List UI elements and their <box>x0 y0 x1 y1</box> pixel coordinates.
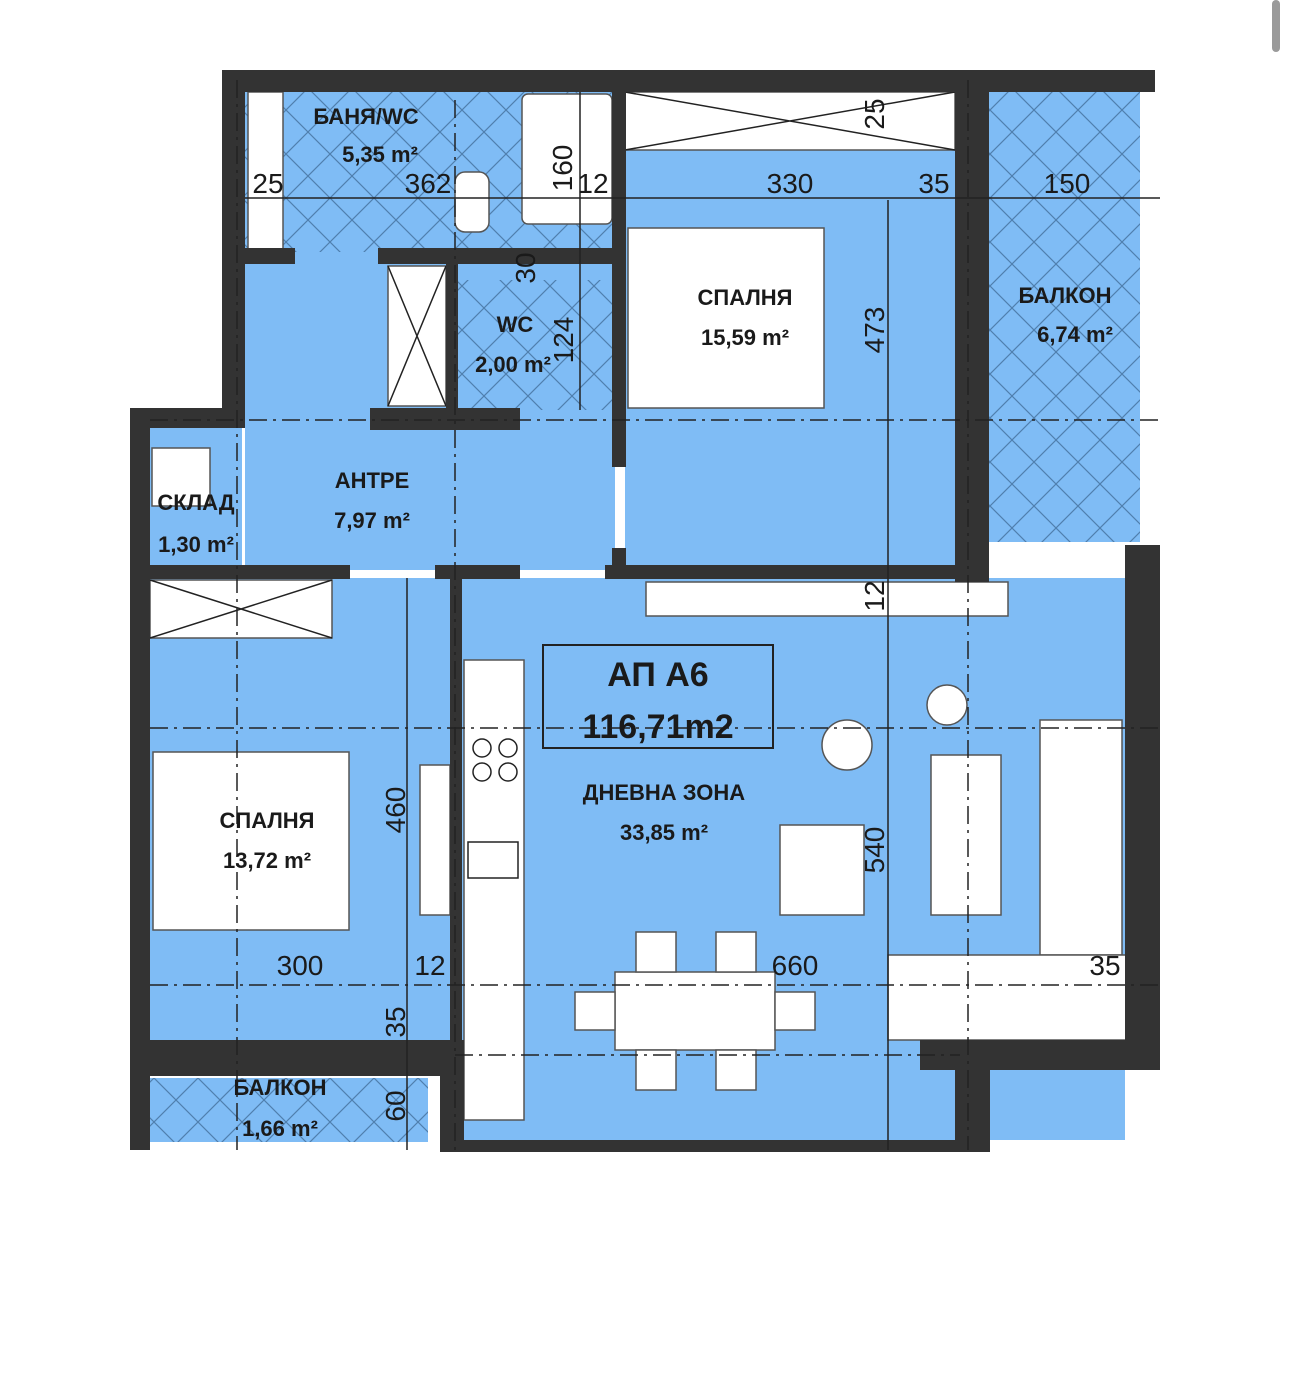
dimension: 12 <box>859 580 890 611</box>
dimension: 362 <box>405 168 452 199</box>
dimension: 150 <box>1044 168 1091 199</box>
dimension: 25 <box>859 98 890 129</box>
room-name: АНТРЕ <box>335 468 410 493</box>
scrollbar[interactable] <box>1272 0 1280 52</box>
lamp <box>926 684 968 726</box>
bed-2 <box>152 751 350 931</box>
dimension: 35 <box>1089 950 1120 981</box>
kitchen-counter <box>463 659 525 1121</box>
dimension: 160 <box>547 145 578 192</box>
apartment-label-box <box>542 644 774 749</box>
apartment-total-area: 116,71m2 <box>582 708 733 746</box>
bed-1 <box>627 227 825 409</box>
dimension: 30 <box>510 252 541 283</box>
room-name: ДНЕВНА ЗОНА <box>583 780 746 805</box>
tv-unit <box>645 581 1009 617</box>
fridge <box>419 764 451 916</box>
sofa-bottom <box>887 954 1127 1041</box>
balcony1-floor <box>988 92 1140 542</box>
dimension: 12 <box>577 168 608 199</box>
dimension-labels: 25 362 160 12 330 35 150 25 30 124 473 1… <box>252 98 1120 1121</box>
dimension: 660 <box>772 950 819 981</box>
apartment-name: АП А6 <box>607 656 708 694</box>
room-area: 2,00 m² <box>475 352 551 377</box>
room-area: 6,74 m² <box>1037 322 1113 347</box>
room-area: 5,35 m² <box>342 142 418 167</box>
room-name: СПАЛНЯ <box>220 808 315 833</box>
room-name: СПАЛНЯ <box>698 285 793 310</box>
dimension: 12 <box>414 950 445 981</box>
room-area: 7,97 m² <box>334 508 410 533</box>
room-name: СКЛАД <box>157 490 234 515</box>
dimension: 300 <box>277 950 324 981</box>
toilet <box>454 171 490 233</box>
coffee-table <box>930 754 1002 916</box>
dimension: 473 <box>859 307 890 354</box>
walls <box>130 70 1160 1152</box>
dimension: 330 <box>767 168 814 199</box>
room-area: 33,85 m² <box>620 820 708 845</box>
grid-axes <box>150 80 1160 1150</box>
bath-cabinet <box>247 91 284 251</box>
room-area: 13,72 m² <box>223 848 311 873</box>
dimension: 60 <box>380 1090 411 1121</box>
rooms <box>149 91 1140 1142</box>
armchair <box>779 824 865 916</box>
dining-table <box>614 971 776 1051</box>
lamp <box>821 719 873 771</box>
balcony2-floor <box>150 1078 428 1142</box>
room-name: БАЛКОН <box>1019 283 1112 308</box>
dimension: 35 <box>380 1006 411 1037</box>
dimension: 460 <box>380 787 411 834</box>
dimension: 540 <box>859 827 890 874</box>
room-name: БАНЯ/WC <box>313 104 418 129</box>
room-area: 1,30 m² <box>158 532 234 557</box>
room-name: БАЛКОН <box>234 1075 327 1100</box>
dimension: 124 <box>548 317 579 364</box>
wc-floor <box>458 280 612 410</box>
sofa <box>1039 719 1123 956</box>
room-area: 15,59 m² <box>701 325 789 350</box>
dimension: 35 <box>918 168 949 199</box>
room-area: 1,66 m² <box>242 1116 318 1141</box>
dimension: 25 <box>252 168 283 199</box>
room-name: WC <box>497 312 534 337</box>
room-labels: БАНЯ/WC 5,35 m² СПАЛНЯ 15,59 m² БАЛКОН 6… <box>157 104 1112 1141</box>
